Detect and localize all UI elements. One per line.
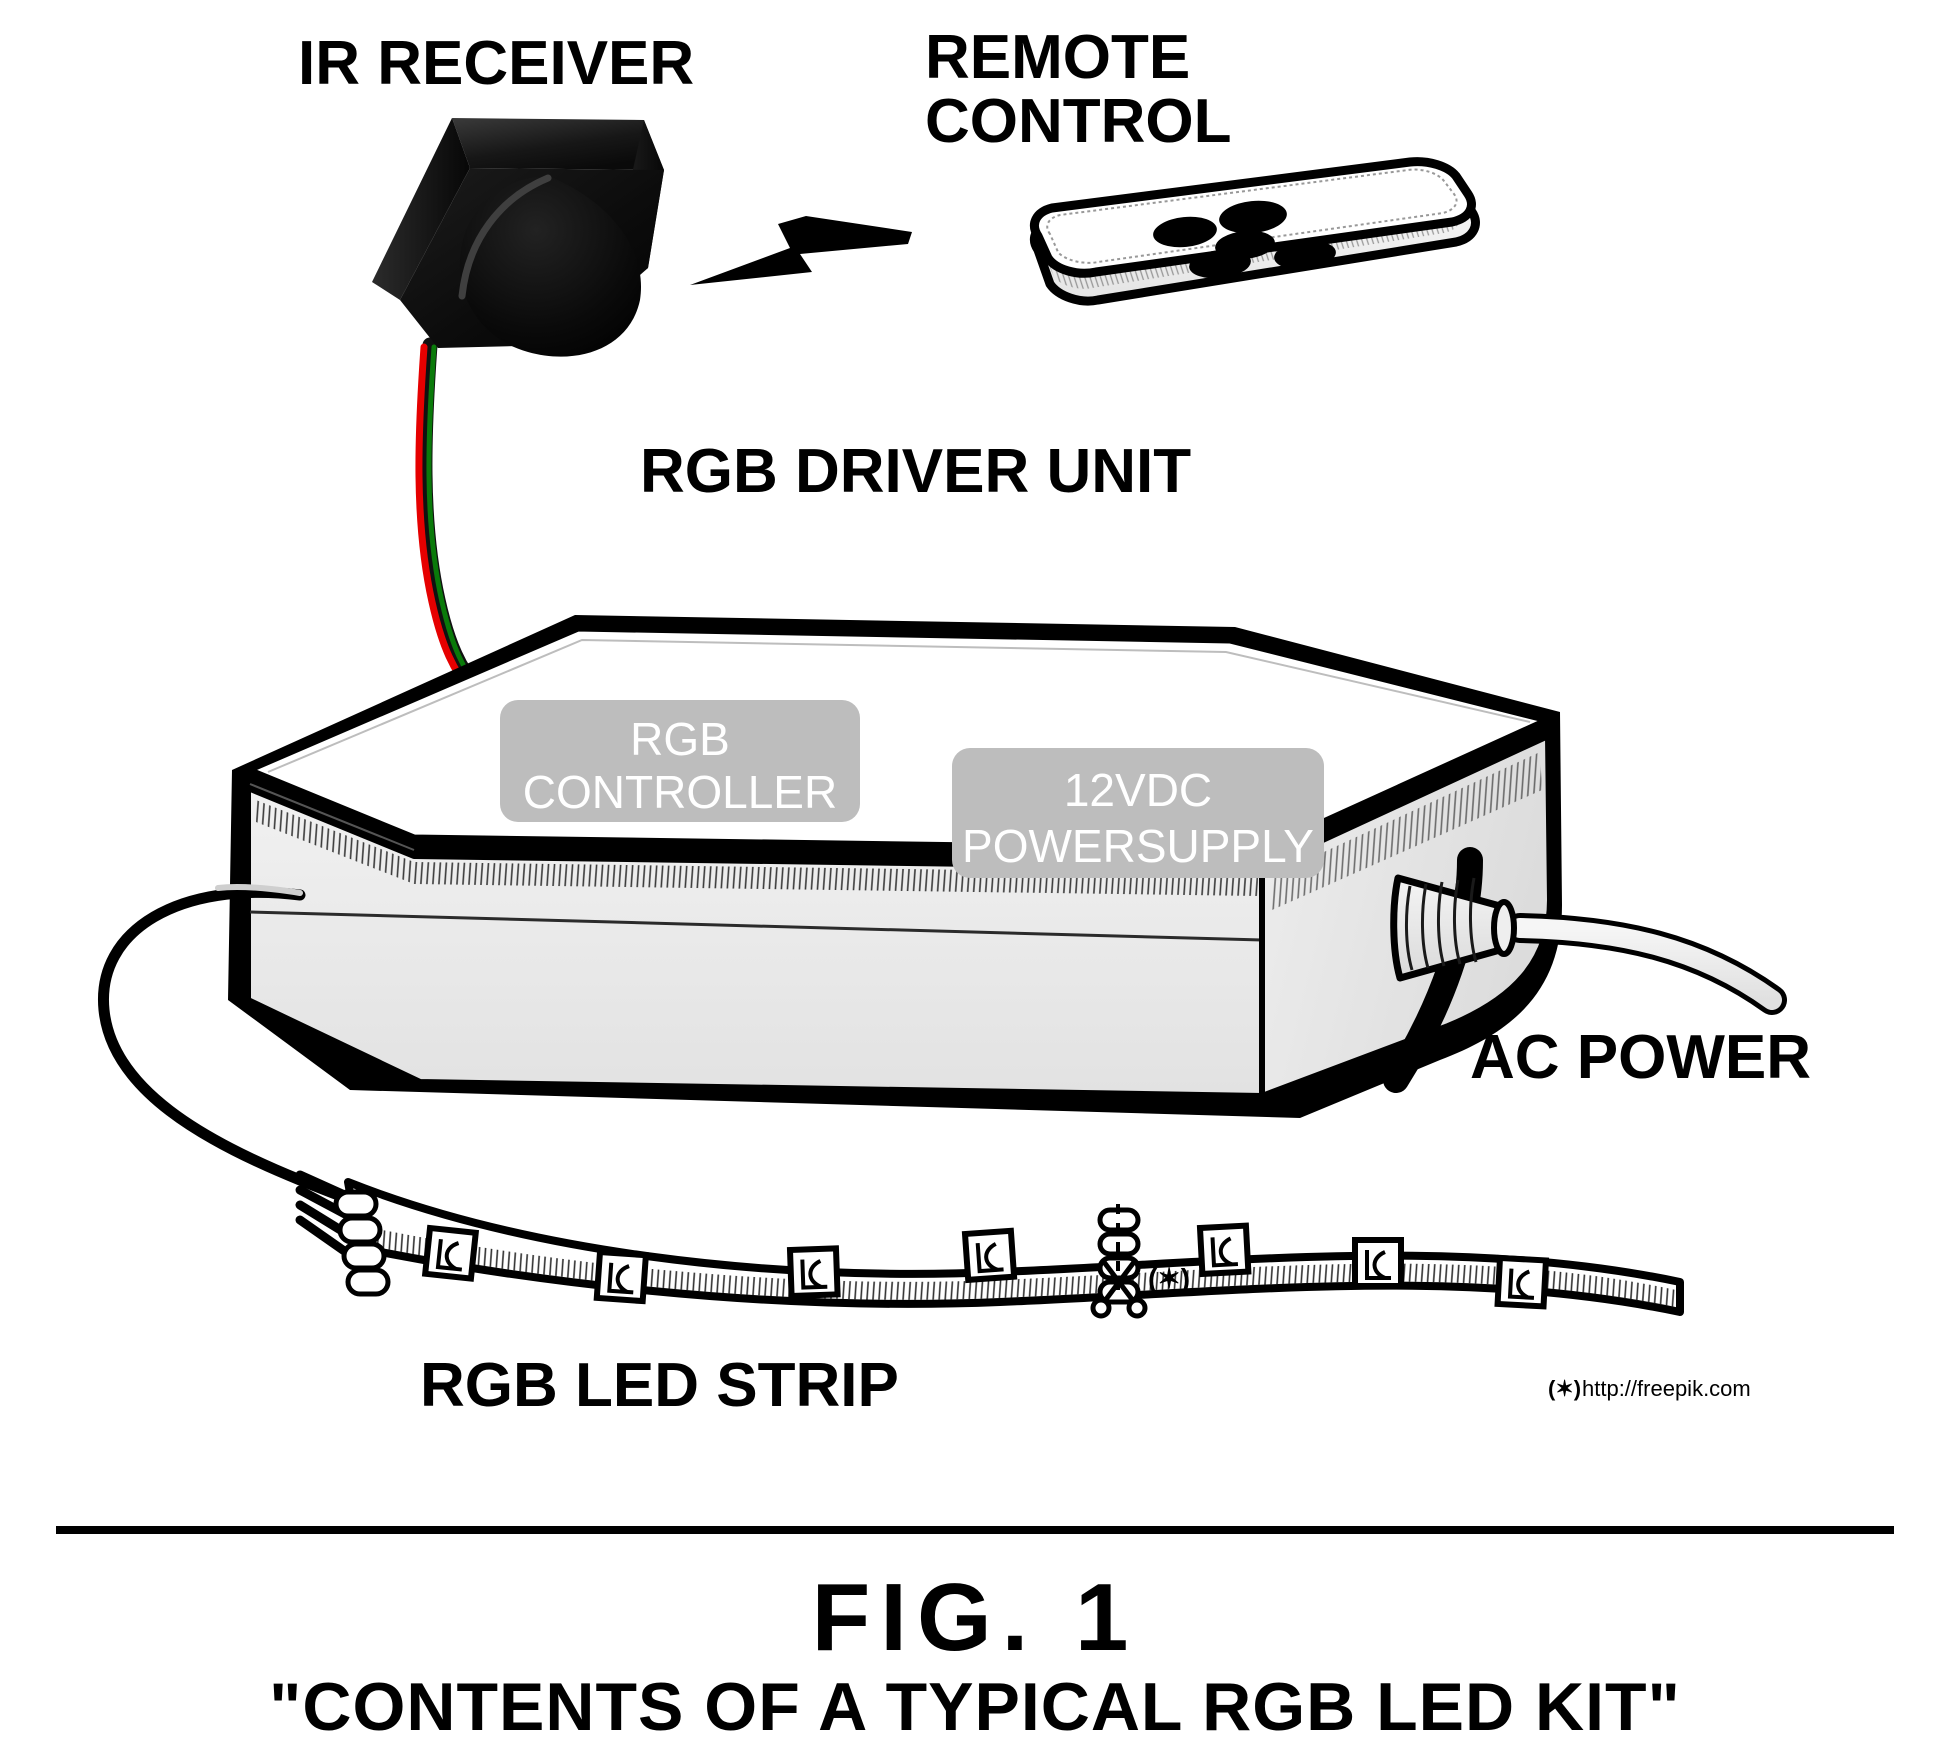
led-strip-hatching	[360, 1226, 1676, 1308]
led-chip	[1352, 1237, 1404, 1289]
ir-receiver-highlight	[458, 174, 552, 300]
led-chip	[1196, 1222, 1252, 1278]
badge-rgb-controller-bg	[500, 700, 860, 822]
driver-unit-left-seam	[249, 783, 415, 851]
badge-power-supply-line1: 12VDC	[1064, 764, 1212, 816]
ir-signal-bolt	[690, 216, 912, 285]
figure-number: FIG. 1	[812, 1564, 1139, 1671]
ir-receiver	[372, 118, 664, 698]
rgb-led-strip	[333, 1178, 1684, 1319]
ac-power-connector	[1383, 847, 1787, 1093]
driver-unit-right-hatching	[1272, 752, 1542, 910]
ir-receiver-dome	[459, 176, 642, 357]
badge-power-supply: 12VDC POWERSUPPLY	[952, 748, 1324, 878]
led-chips	[421, 1222, 1550, 1310]
rgb-driver-unit	[228, 615, 1562, 1118]
ac-power-collar	[1491, 899, 1517, 957]
remote-control-buttons[interactable]	[1152, 198, 1338, 282]
badge-power-supply-bg	[952, 748, 1324, 878]
cut-mark	[1090, 1204, 1148, 1319]
led-chip	[593, 1248, 650, 1305]
cut-mark-footnote-marker: (✶)	[1148, 1263, 1190, 1294]
attribution: (✶) http://freepik.com	[1548, 1376, 1751, 1401]
led-chip	[421, 1224, 480, 1282]
label-remote-control-line2: CONTROL	[925, 87, 1232, 156]
figure-caption: "CONTENTS OF A TYPICAL RGB LED KIT"	[269, 1669, 1681, 1745]
scissors-icon	[1090, 1260, 1148, 1319]
led-chip	[1494, 1254, 1550, 1310]
label-rgb-led-strip: RGB LED STRIP	[420, 1351, 899, 1420]
remote-button-top[interactable]	[1218, 198, 1289, 237]
badge-power-supply-line2: POWERSUPPLY	[962, 820, 1314, 872]
label-ir-receiver: IR RECEIVER	[298, 29, 694, 98]
label-ac-power: AC POWER	[1470, 1023, 1811, 1092]
ir-receiver-left-wedge	[372, 118, 470, 300]
attribution-url[interactable]: http://freepik.com	[1582, 1376, 1751, 1401]
remote-control	[1030, 157, 1480, 306]
ac-power-ribbing	[1405, 877, 1478, 971]
ir-receiver-top	[452, 118, 664, 170]
badge-rgb-controller: RGB CONTROLLER	[500, 700, 860, 822]
remote-button-bottom[interactable]	[1188, 247, 1253, 281]
attribution-marker: (✶)	[1548, 1376, 1581, 1401]
driver-unit-front-band	[249, 910, 1263, 942]
led-chip	[961, 1227, 1018, 1284]
led-strip-solder-pads	[333, 1189, 391, 1297]
led-chip	[786, 1245, 841, 1300]
badge-rgb-controller-line2: CONTROLLER	[523, 766, 837, 818]
remote-control-inner-outline	[1046, 168, 1458, 264]
badge-rgb-controller-line1: RGB	[630, 713, 730, 765]
ac-power-cable-shadow	[1383, 847, 1483, 1093]
remote-button-right[interactable]	[1273, 238, 1338, 272]
label-remote-control-line1: REMOTE	[925, 23, 1190, 92]
label-rgb-driver-unit: RGB DRIVER UNIT	[640, 437, 1191, 506]
ac-power-cable	[1510, 918, 1782, 1010]
driver-unit-top-highlight	[267, 638, 1531, 773]
ir-receiver-cable	[415, 337, 486, 698]
remote-button-left[interactable]	[1152, 214, 1219, 251]
